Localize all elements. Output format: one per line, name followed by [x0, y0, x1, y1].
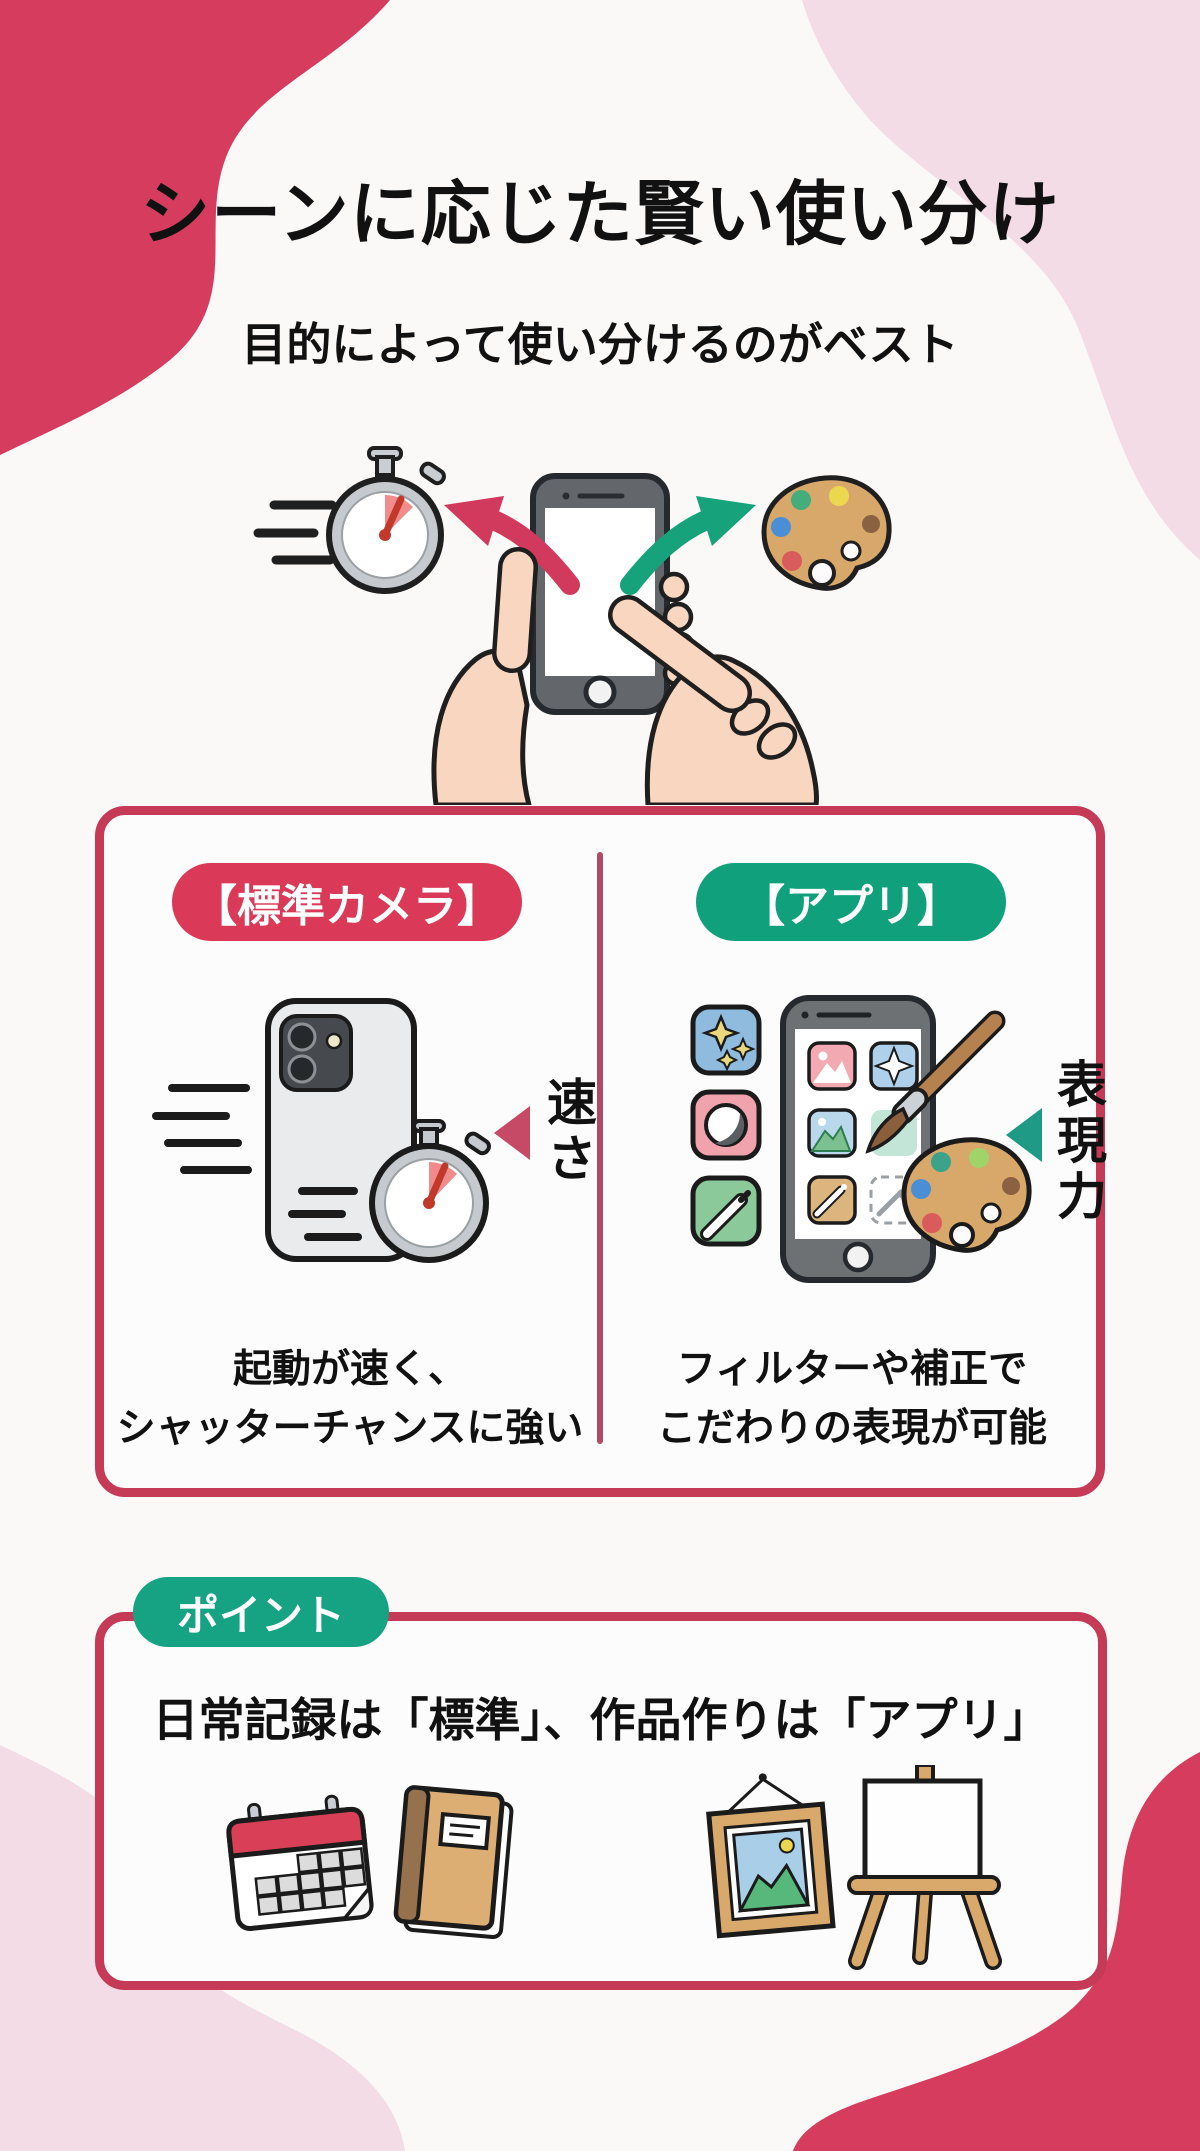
red-triangle-icon [494, 1106, 530, 1160]
red-arrow-icon [444, 496, 580, 595]
sparkle-app-icon [690, 1004, 762, 1076]
point-text: 日常記録は「標準」、作品作りは「アプリ」 [152, 1694, 1050, 1746]
app-header-label: 【アプリ】 [741, 882, 961, 931]
notebook-icon [393, 1785, 514, 1940]
easel-icon [847, 1765, 1002, 1970]
standard-camera-header: 【標準カメラ】 [172, 863, 522, 941]
smartphone-icon [780, 995, 936, 1283]
palette-icon [761, 475, 892, 591]
point-badge-label: ポイント [176, 1591, 345, 1639]
stopwatch-icon [326, 446, 446, 594]
app-caption-line1: フィルターや補正で [676, 1348, 1028, 1391]
brush-app-icon [690, 1175, 762, 1247]
standard-camera-illustration [152, 998, 491, 1263]
column-divider [597, 852, 603, 1444]
speed-metric-label: 速さ [540, 1076, 596, 1188]
bottom-right-blob [793, 1752, 1200, 2151]
palette-icon [901, 1137, 1032, 1253]
picture-frame-icon [706, 1773, 836, 1939]
stopwatch-icon [369, 1119, 491, 1263]
top-right-blob [802, 0, 1200, 560]
left-hand-icon [431, 547, 538, 805]
green-triangle-icon [1006, 1108, 1042, 1162]
right-hand-icon [608, 571, 820, 805]
paintbrush-icon [865, 1010, 1006, 1154]
standard-camera-header-label: 【標準カメラ】 [193, 882, 501, 931]
contrast-app-icon [690, 1089, 762, 1161]
standard-camera-caption-line2: シャッターチャンスに強い [116, 1407, 584, 1451]
app-caption: フィルターや補正で こだわりの表現が可能 [607, 1340, 1097, 1459]
app-header: 【アプリ】 [696, 863, 1006, 941]
top-left-blob [0, 0, 390, 455]
page-title: シーンに応じた賢い使い分け [140, 175, 1060, 253]
green-arrow-icon [620, 496, 756, 595]
point-icons-row [226, 1765, 1002, 1970]
expressiveness-metric-label: 表現力 [1050, 1058, 1106, 1226]
standard-camera-caption-line1: 起動が速く、 [232, 1348, 467, 1391]
smartphone-icon [530, 473, 670, 715]
speed-lines-icon [152, 1084, 362, 1241]
standard-camera-caption: 起動が速く、 シャッターチャンスに強い [105, 1340, 595, 1459]
page-subtitle: 目的によって使い分けるのがベスト [241, 319, 959, 370]
point-badge: ポイント [133, 1577, 389, 1647]
app-illustration [690, 995, 1032, 1283]
speed-lines-icon [253, 500, 337, 565]
calendar-icon [226, 1794, 374, 1932]
hero-illustration [253, 446, 892, 805]
app-caption-line2: こだわりの表現が可能 [656, 1407, 1047, 1451]
